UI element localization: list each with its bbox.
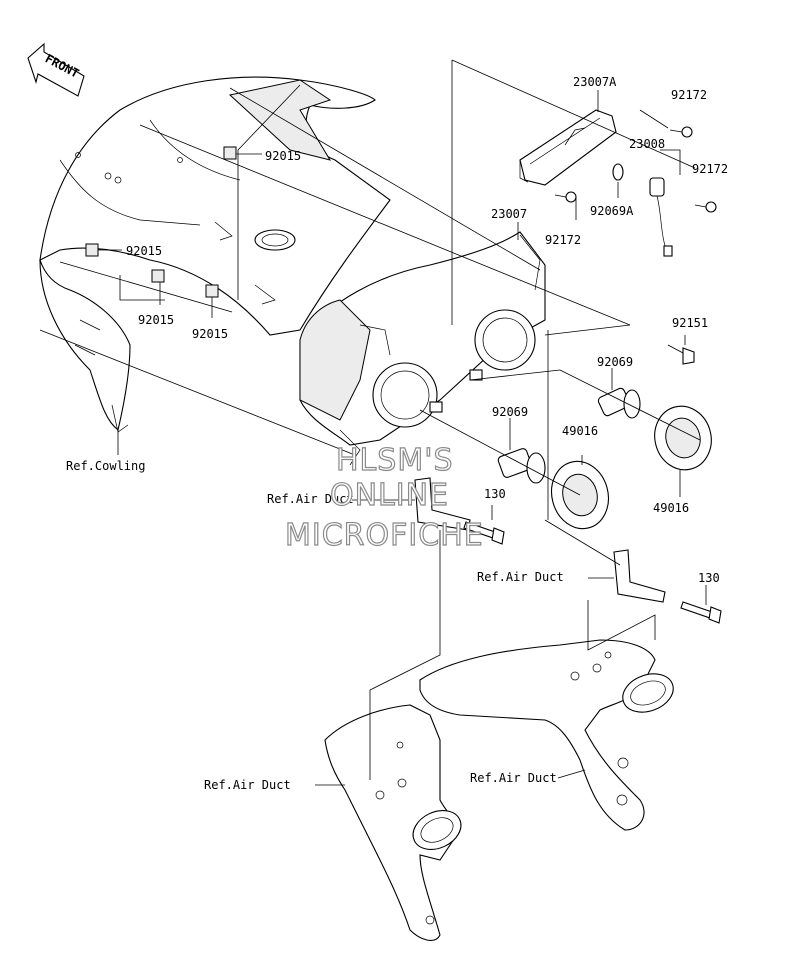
grommet-92015-d <box>205 284 219 298</box>
part-label-92015-c: 92015 <box>138 313 174 327</box>
part-label-92151: 92151 <box>672 316 708 330</box>
part-label-49016-b: 49016 <box>562 424 598 438</box>
part-label-92015-b: 92015 <box>126 244 162 258</box>
ref-label-air-duct-b: Ref.Air Duct <box>477 570 564 584</box>
bulb-92069A <box>612 163 624 181</box>
part-label-92172-c: 92172 <box>545 233 581 247</box>
part-label-130-b: 130 <box>698 571 720 585</box>
air-duct-right-drawing <box>419 639 674 831</box>
headlight-assembly-drawing <box>299 231 546 466</box>
bracket-right <box>613 549 666 603</box>
bolt-92151 <box>667 344 695 365</box>
part-label-130-a: 130 <box>484 487 506 501</box>
ref-label-cowling: Ref.Cowling <box>66 459 145 473</box>
part-label-92172-a: 92172 <box>671 88 707 102</box>
part-label-23007A: 23007A <box>573 75 617 89</box>
ref-label-air-duct-c: Ref.Air Duct <box>204 778 291 792</box>
watermark-line-2: ONLINE <box>330 478 449 513</box>
air-duct-left-drawing <box>324 704 462 941</box>
screw-92172-c <box>554 191 577 203</box>
bracket-left <box>414 477 471 531</box>
bulb-92069-b <box>497 448 546 484</box>
watermark-line-3: MICROFICHE <box>285 518 484 553</box>
cowling-drawing <box>39 76 391 433</box>
bulb-92069-a <box>597 387 641 419</box>
watermark-line-1: HLSM'S <box>336 443 454 478</box>
front-arrow-icon: FRONT <box>27 42 85 97</box>
watermark: HLSM'S ONLINE MICROFICHE <box>284 442 484 553</box>
grommet-92015-a <box>223 146 237 160</box>
part-label-92172-b: 92172 <box>692 162 728 176</box>
leader-lines <box>39 59 707 786</box>
part-label-92015-d: 92015 <box>192 327 228 341</box>
part-label-92069-b: 92069 <box>492 405 528 419</box>
ref-label-air-duct-d: Ref.Air Duct <box>470 771 557 785</box>
grommet-92015-b <box>85 243 99 257</box>
grommet-92015-c <box>151 269 165 283</box>
ref-label-air-duct-a: Ref.Air Duct <box>267 492 354 506</box>
bolt-130-a <box>463 521 505 545</box>
position-lamp-drawing <box>519 109 617 186</box>
bolt-130-b <box>680 601 722 624</box>
screw-92172-b <box>694 201 717 213</box>
part-label-92069A: 92069A <box>590 204 634 218</box>
screw-92172-a <box>669 126 693 138</box>
part-label-23008: 23008 <box>629 137 665 151</box>
part-label-92069-a: 92069 <box>597 355 633 369</box>
cover-49016-a <box>654 405 712 471</box>
part-label-49016-a: 49016 <box>653 501 689 515</box>
socket-23008 <box>649 177 673 257</box>
part-label-23007: 23007 <box>491 207 527 221</box>
part-label-92015-a: 92015 <box>265 149 301 163</box>
